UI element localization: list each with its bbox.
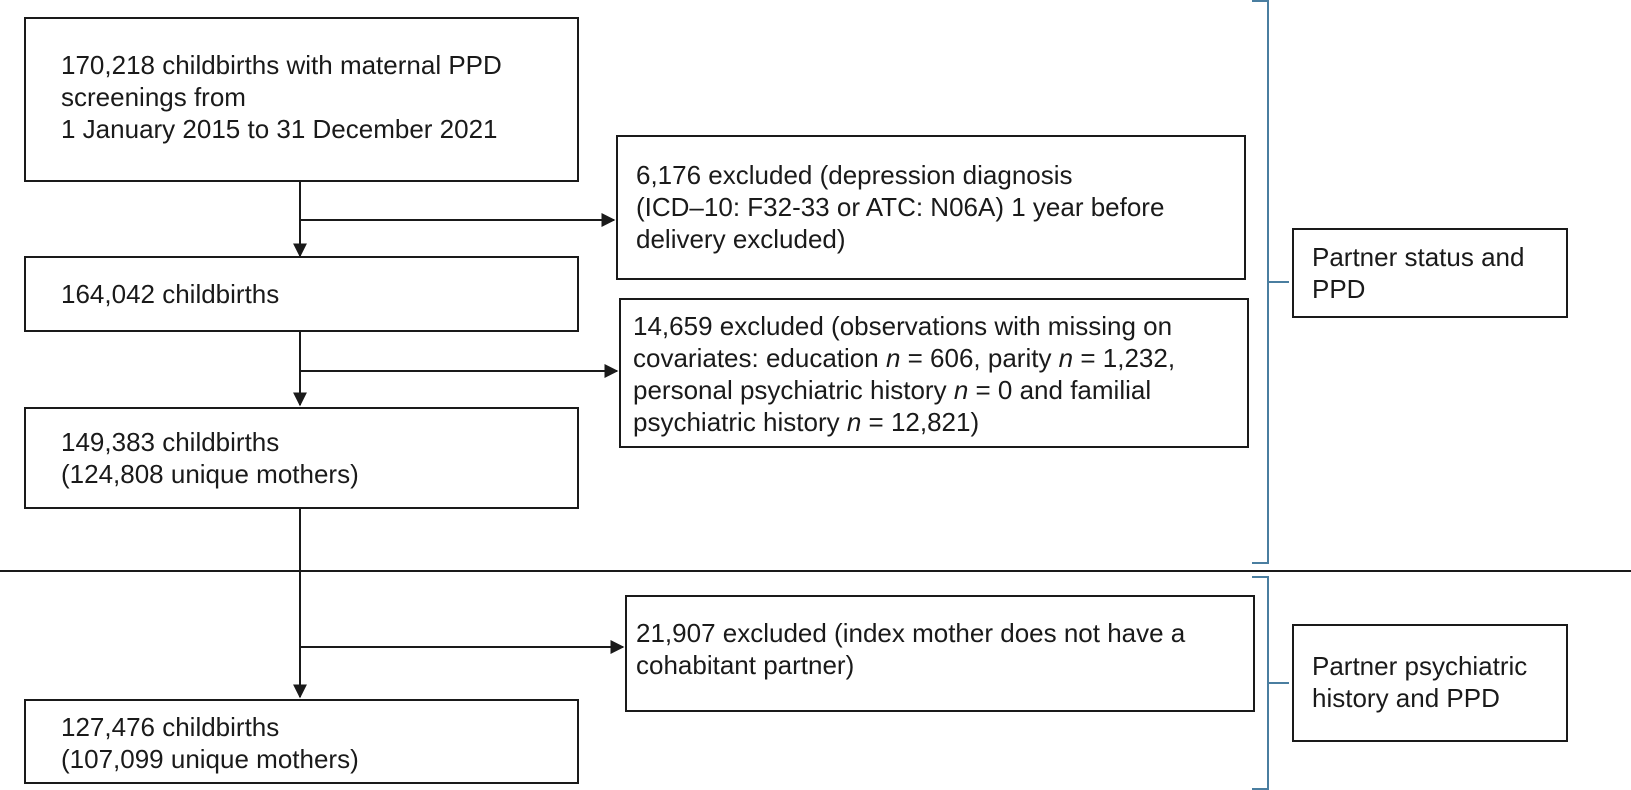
exclusion-box-2-line-2: covariates: education n = 606, parity n … bbox=[633, 343, 1176, 373]
main-box-2: 164,042 childbirths bbox=[24, 256, 579, 332]
analysis-group-partner-status-text: Partner status and PPD bbox=[1312, 242, 1525, 304]
bracket-partner-psychiatric bbox=[1252, 576, 1289, 790]
analysis-group-partner-psychiatric: Partner psychiatric history and PPD bbox=[1292, 624, 1568, 742]
analysis-group-partner-status: Partner status and PPD bbox=[1292, 228, 1568, 318]
exclusion-box-3: 21,907 excluded (index mother does not h… bbox=[625, 595, 1255, 712]
main-box-3: 149,383 childbirths (124,808 unique moth… bbox=[24, 407, 579, 509]
exclusion-box-2-text: 14,659 excluded (observations with missi… bbox=[633, 310, 1175, 438]
bracket-partner-status bbox=[1252, 0, 1289, 564]
main-box-1: 170,218 childbirths with maternal PPD sc… bbox=[24, 17, 579, 182]
exclusion-box-2-line-1: 14,659 excluded (observations with missi… bbox=[633, 311, 1173, 341]
exclusion-box-2-line-3: personal psychiatric history n = 0 and f… bbox=[633, 375, 1152, 405]
main-box-4-text: 127,476 childbirths (107,099 unique moth… bbox=[61, 712, 359, 774]
exclusion-box-1-text: 6,176 excluded (depression diagnosis (IC… bbox=[636, 160, 1165, 254]
exclusion-box-2-line-4: psychiatric history n = 12,821) bbox=[633, 407, 980, 437]
main-box-4: 127,476 childbirths (107,099 unique moth… bbox=[24, 699, 579, 784]
main-box-2-text: 164,042 childbirths bbox=[61, 279, 280, 309]
exclusion-box-2: 14,659 excluded (observations with missi… bbox=[619, 298, 1249, 448]
main-box-1-text: 170,218 childbirths with maternal PPD sc… bbox=[61, 50, 502, 144]
exclusion-box-3-text: 21,907 excluded (index mother does not h… bbox=[636, 618, 1186, 680]
exclusion-box-1: 6,176 excluded (depression diagnosis (IC… bbox=[616, 135, 1246, 280]
analysis-group-partner-psychiatric-text: Partner psychiatric history and PPD bbox=[1312, 651, 1528, 713]
main-box-3-text: 149,383 childbirths (124,808 unique moth… bbox=[61, 427, 359, 489]
